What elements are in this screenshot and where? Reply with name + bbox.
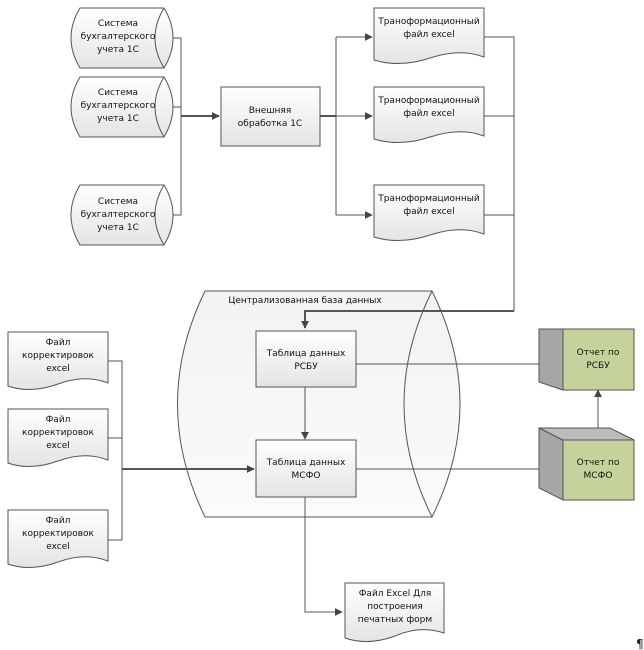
transform-2-line-2: файл excel	[403, 109, 454, 119]
connector-corr1	[108, 360, 123, 540]
report-rsbu-front	[562, 328, 635, 391]
pilcrow-mark: ¶	[636, 637, 644, 650]
processor-line-1: Внешняя	[249, 106, 292, 116]
correction-3-line-2: корректировок	[22, 529, 94, 539]
database-inner-curve	[403, 290, 433, 518]
transform-file-3[interactable]: Трaнoформационный файл excel	[373, 184, 485, 241]
report-msfo-front	[562, 439, 635, 501]
report-msfo-line-1: Отчет по	[577, 458, 620, 468]
print-file-line-2: построения	[367, 602, 423, 612]
processor-line-2: обработка 1С	[238, 119, 302, 129]
report-rsbu-line-1: Отчет по	[577, 348, 620, 358]
source-1-line-1: Система	[98, 19, 138, 29]
report-rsbu-side	[538, 328, 564, 391]
report-msfo-side	[538, 427, 564, 501]
transform-1-line-2: файл excel	[403, 30, 454, 40]
correction-file-1[interactable]: Файл корректировок excel	[7, 331, 109, 390]
table-msfo[interactable]: Таблица данных МСФО	[255, 439, 357, 498]
print-file-line-3: печатных форм	[358, 615, 432, 625]
correction-2-line-2: корректировок	[22, 428, 94, 438]
table-msfo-line-2: МСФО	[292, 471, 321, 481]
correction-file-2[interactable]: Файл корректировок excel	[7, 408, 109, 467]
table-rsbu[interactable]: Таблица данных РСБУ	[255, 330, 357, 388]
report-rsbu-cube[interactable]: Отчет по РСБУ	[538, 328, 635, 391]
source-3-line-1: Система	[98, 197, 138, 207]
print-forms-file[interactable]: Файл Excel Для построения печатных форм	[344, 582, 445, 642]
transform-file-2[interactable]: Трaнoформационный файл excel	[373, 86, 485, 143]
source-2-line-3: учета 1С	[97, 114, 139, 124]
correction-3-line-1: Файл	[46, 516, 71, 526]
correction-1-line-1: Файл	[46, 338, 71, 348]
correction-3-line-3: excel	[46, 542, 70, 552]
source-3-line-2: бухгалтерского	[81, 210, 156, 220]
report-msfo-cube[interactable]: Отчет по МСФО	[538, 427, 635, 501]
connector-src1	[170, 37, 182, 116]
correction-2-line-3: excel	[46, 441, 70, 451]
source-2-line-2: бухгалтерского	[81, 101, 156, 111]
correction-1-line-3: excel	[46, 364, 70, 374]
correction-2-line-1: Файл	[46, 415, 71, 425]
connector-msfo-print	[304, 497, 343, 616]
connector-src3	[170, 116, 182, 216]
table-rsbu-line-2: РСБУ	[294, 362, 318, 372]
source-system-3[interactable]: Система бухгалтерского учета 1С	[70, 184, 174, 246]
connectors	[108, 33, 602, 616]
correction-1-line-2: корректировок	[22, 351, 94, 361]
source-2-line-1: Система	[98, 88, 138, 98]
transform-3-line-1: Трaнoформационный	[377, 194, 480, 204]
external-processing-box[interactable]: Внешняя обработка 1С	[220, 86, 321, 147]
correction-file-3[interactable]: Файл корректировок excel	[7, 509, 109, 568]
source-3-line-3: учета 1С	[97, 223, 139, 233]
connector-trans1-out	[484, 36, 515, 311]
transform-1-line-1: Трaнoформационный	[377, 17, 480, 27]
report-msfo-line-2: МСФО	[584, 471, 613, 481]
database-title: Централизованная база данных	[228, 296, 382, 306]
source-1-line-2: бухгалтерского	[81, 32, 156, 42]
central-database: Централизованная база данных	[177, 290, 461, 518]
source-1-line-3: учета 1С	[97, 45, 139, 55]
table-msfo-line-1: Таблица данных	[266, 458, 346, 468]
source-system-1[interactable]: Система бухгалтерского учета 1С	[70, 7, 174, 69]
print-file-line-1: Файл Excel Для	[359, 589, 432, 599]
transform-file-1[interactable]: Трaнoформационный файл excel	[373, 7, 485, 64]
connector-trans-to-rsbu	[301, 310, 514, 329]
report-rsbu-line-2: РСБУ	[586, 361, 610, 371]
source-system-2[interactable]: Система бухгалтерского учета 1С	[70, 76, 174, 138]
transform-2-line-1: Трaнoформационный	[377, 96, 480, 106]
table-rsbu-line-1: Таблица данных	[266, 349, 346, 359]
transform-3-line-2: файл excel	[403, 207, 454, 217]
